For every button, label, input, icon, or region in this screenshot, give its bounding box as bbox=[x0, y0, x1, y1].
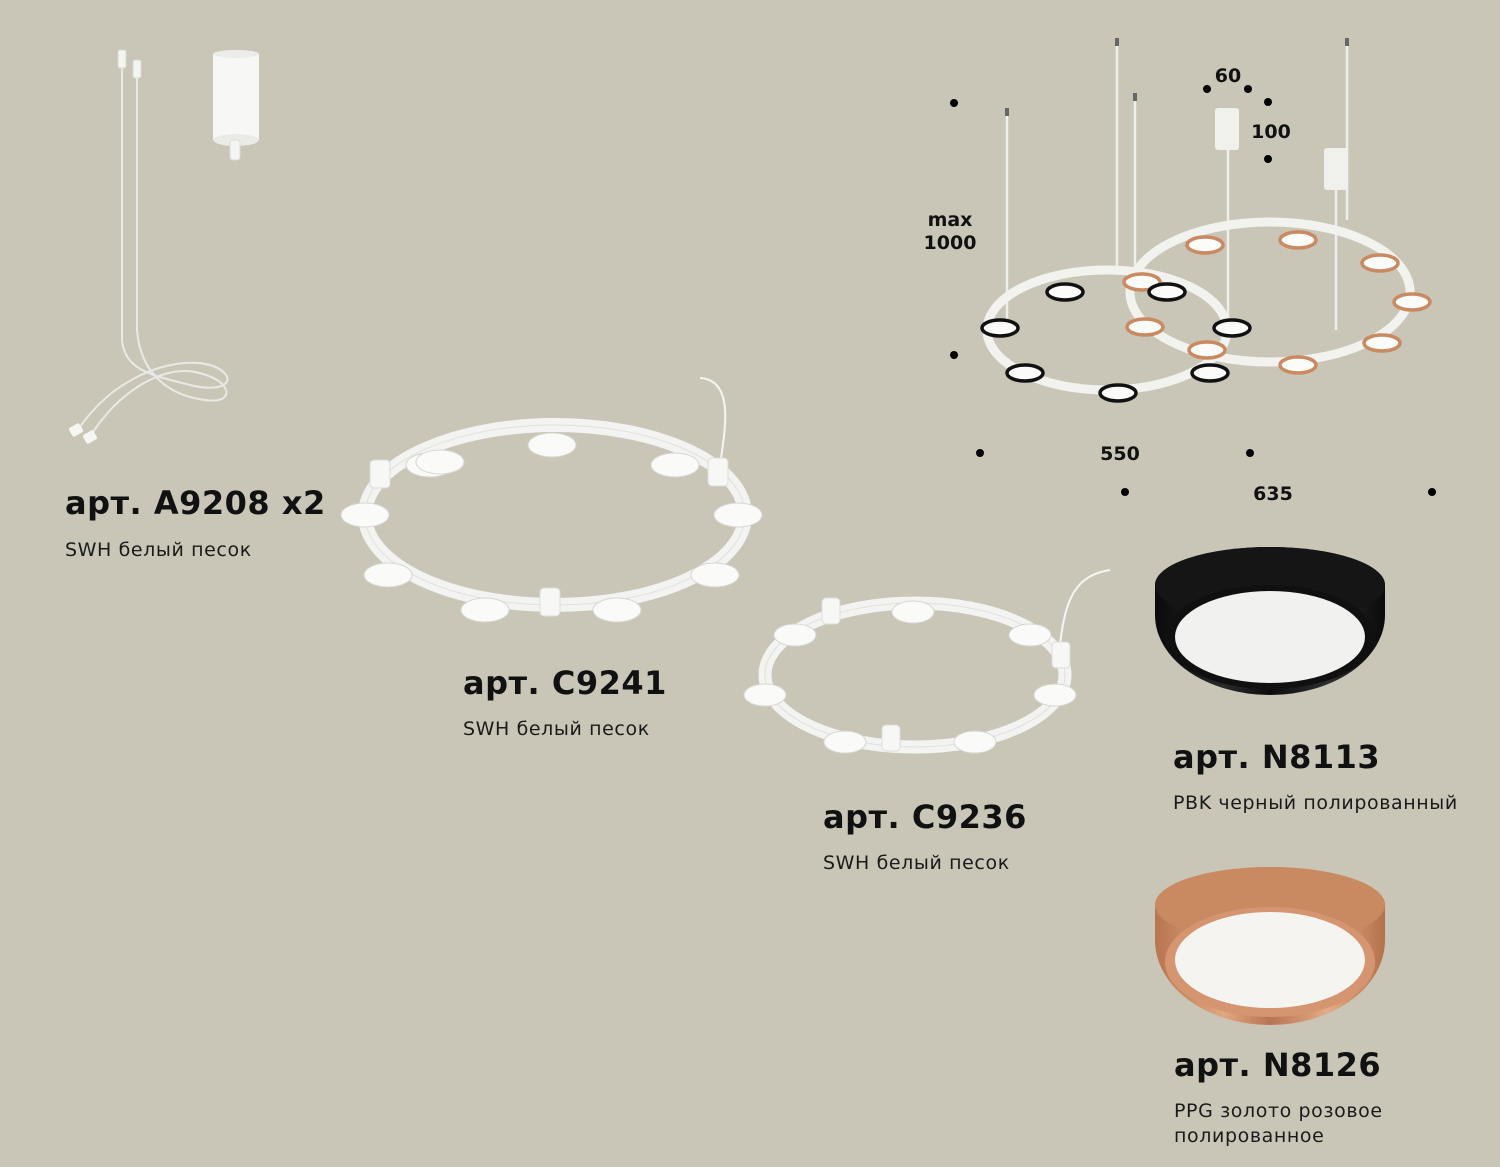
dimension-marker bbox=[950, 99, 958, 107]
product-c9241-title: арт. C9241 bbox=[463, 664, 667, 702]
product-a9208-title: арт. A9208 x2 bbox=[65, 484, 326, 522]
dimension-marker bbox=[1203, 85, 1211, 93]
spot-holders bbox=[340, 432, 763, 623]
dimension-canopy-height: 100 bbox=[1251, 121, 1291, 143]
product-c9241-finish: SWH белый песок bbox=[463, 718, 650, 740]
suspension-cable-icon bbox=[69, 49, 229, 444]
ceiling-canopy-icon bbox=[213, 50, 259, 161]
dimension-marker bbox=[976, 449, 984, 457]
dimension-ring-large: 635 bbox=[1253, 483, 1293, 505]
black-ring-lens-icon bbox=[1155, 547, 1385, 695]
dimension-marker bbox=[1428, 488, 1436, 496]
product-a9208-finish: SWH белый песок bbox=[65, 539, 252, 561]
product-n8113-finish: PBK черный полированный bbox=[1173, 792, 1458, 814]
dimension-marker bbox=[1264, 98, 1272, 106]
dimension-canopy-width: 60 bbox=[1214, 65, 1242, 87]
product-n8126-finish-line2: полированное bbox=[1174, 1125, 1325, 1147]
small-ring-track-icon bbox=[743, 569, 1111, 754]
product-n8126-finish-line1: PPG золото розовое bbox=[1174, 1100, 1383, 1122]
dimension-ring-small: 550 bbox=[1100, 443, 1140, 465]
dimension-marker bbox=[950, 351, 958, 359]
assembled-chandelier-icon bbox=[980, 38, 1432, 403]
product-n8113-title: арт. N8113 bbox=[1173, 738, 1381, 776]
dimension-marker bbox=[1244, 85, 1252, 93]
dimension-marker bbox=[1246, 449, 1254, 457]
dimension-max-label: max bbox=[927, 209, 973, 231]
dimension-max-value: 1000 bbox=[923, 232, 977, 254]
product-c9236-finish: SWH белый песок bbox=[823, 852, 1010, 874]
product-n8126-title: арт. N8126 bbox=[1174, 1046, 1382, 1084]
rose-gold-ring-lens-icon bbox=[1155, 867, 1385, 1025]
product-c9236-title: арт. C9236 bbox=[823, 798, 1027, 836]
dimension-marker bbox=[1121, 488, 1129, 496]
dimension-marker bbox=[1264, 155, 1272, 163]
large-ring-track-icon bbox=[340, 377, 763, 623]
